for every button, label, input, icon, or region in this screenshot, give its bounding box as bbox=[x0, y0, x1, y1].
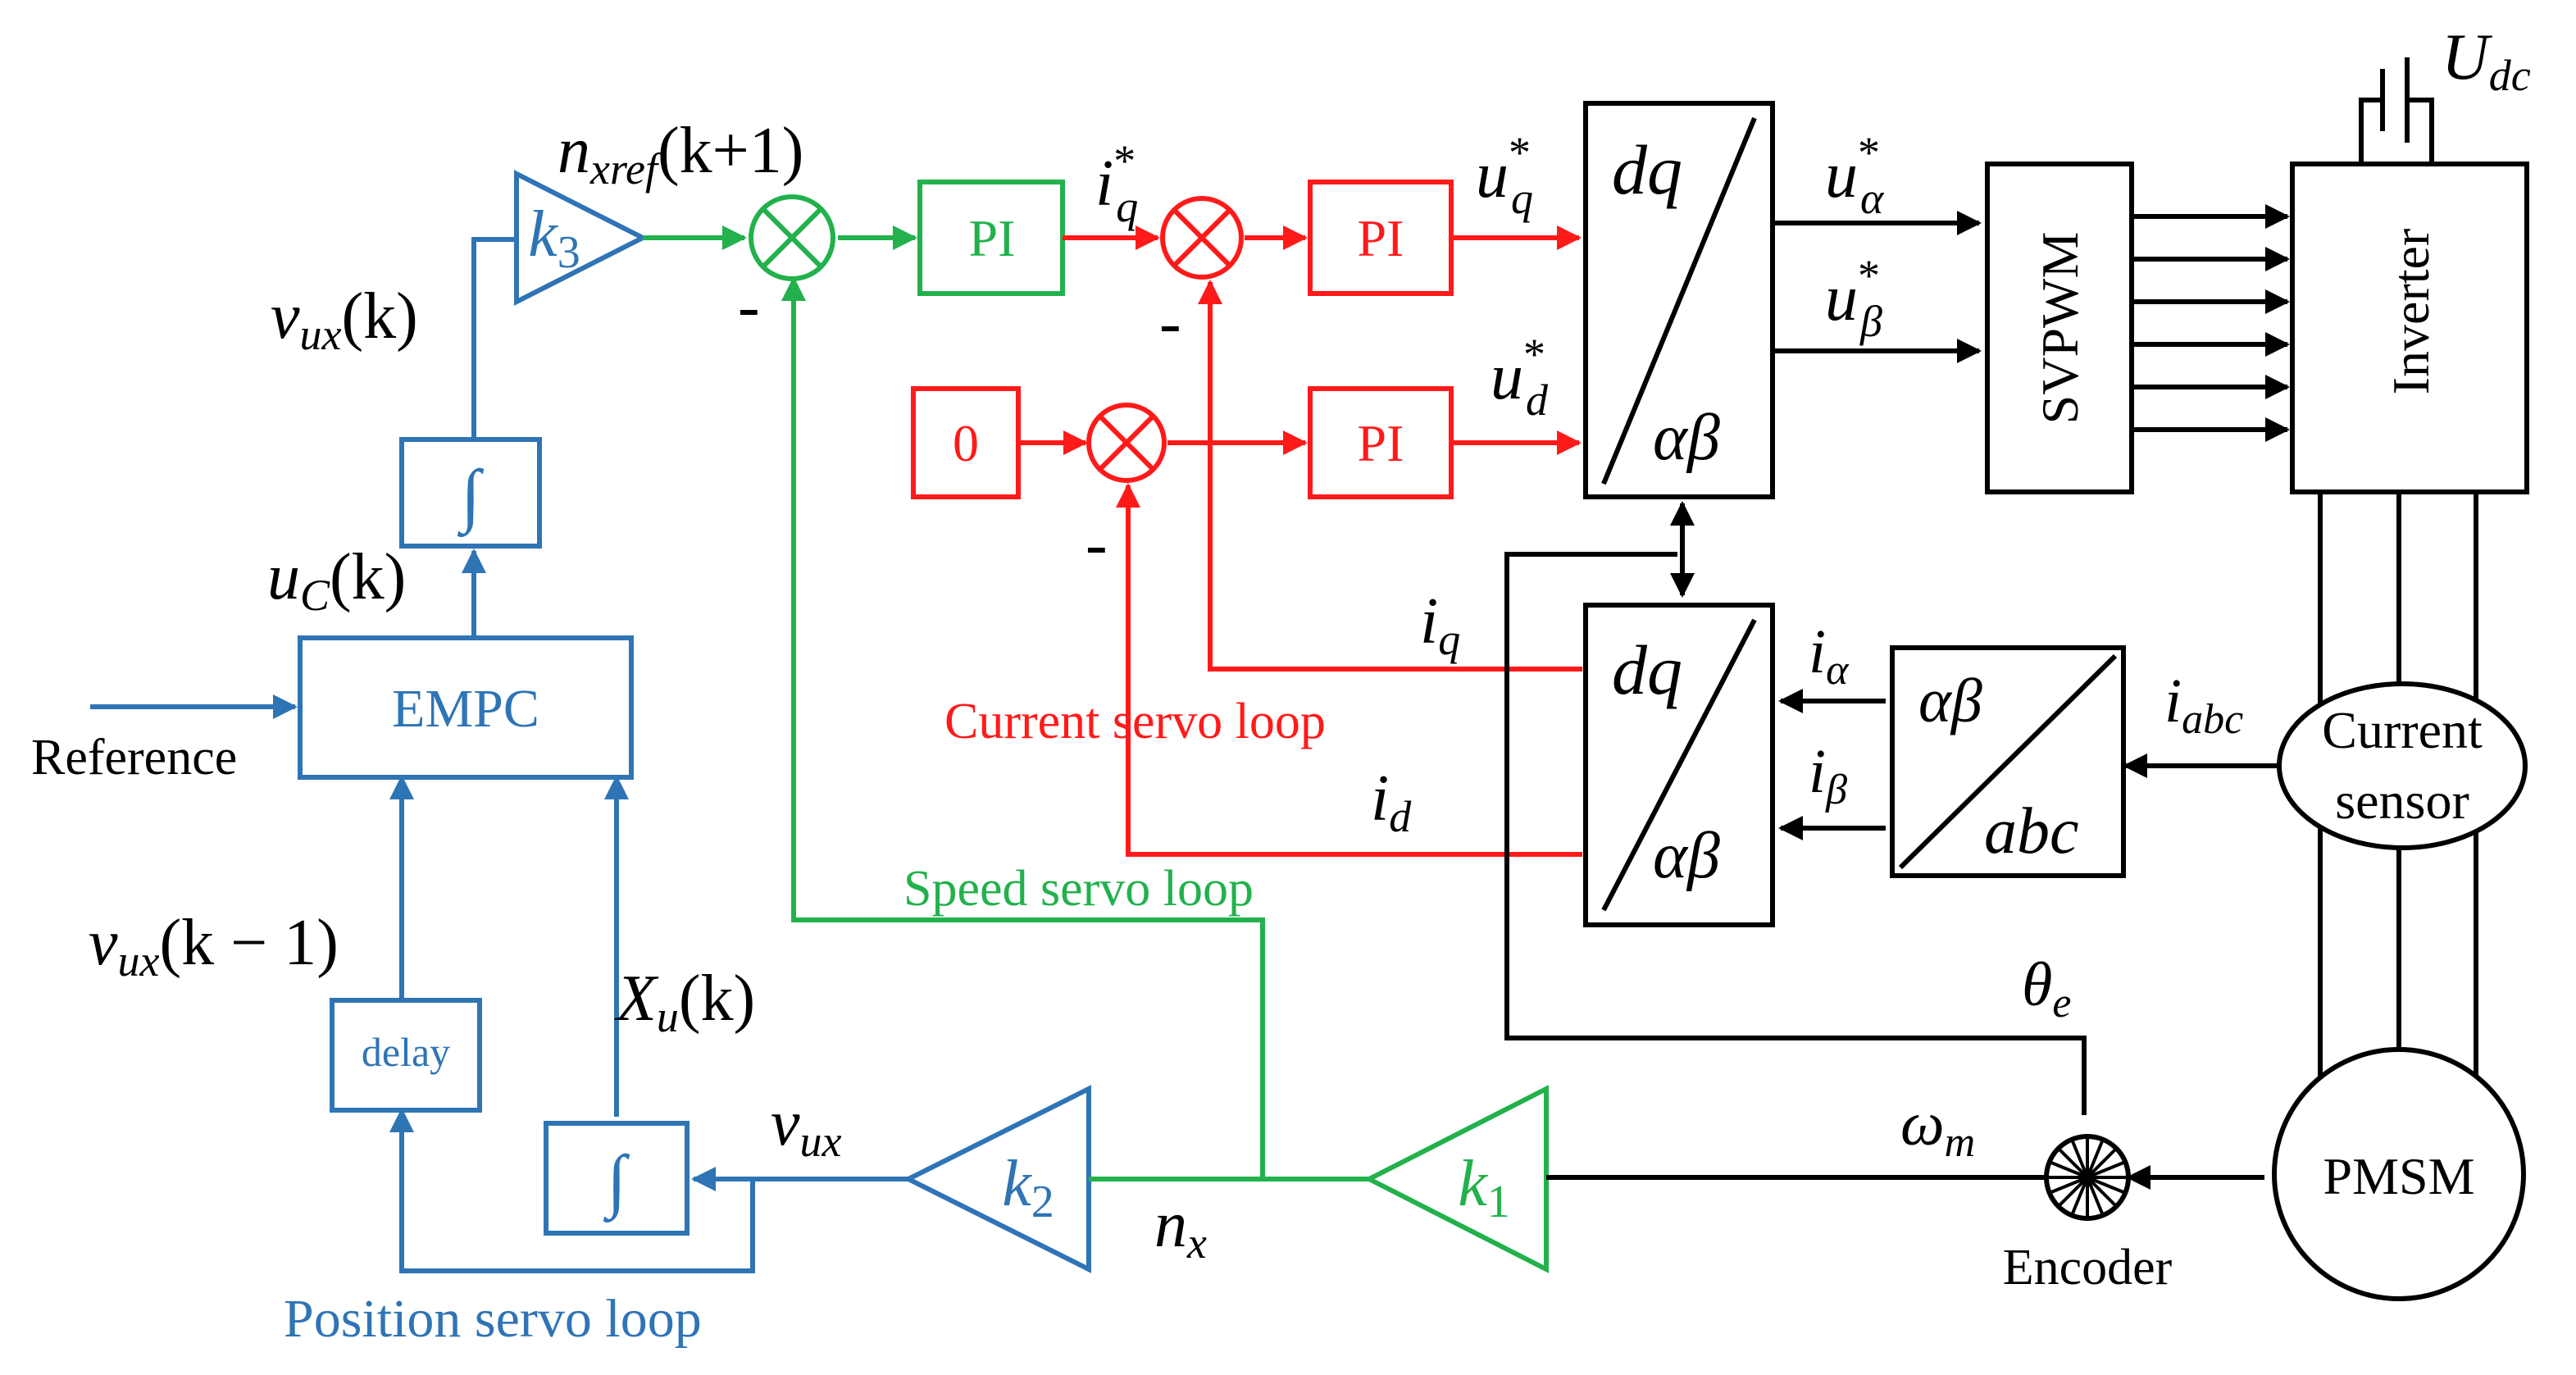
zero-block bbox=[911, 386, 1021, 499]
minus-speed: - bbox=[738, 271, 760, 343]
park-top-dq: dq bbox=[1612, 130, 1682, 209]
integrator-bottom-label: ∫ bbox=[603, 1141, 630, 1223]
pi-q-block bbox=[1308, 180, 1454, 296]
v-ux-k-label: vux(k) bbox=[271, 280, 418, 359]
omega-m-label: ωm bbox=[1900, 1090, 1975, 1166]
integrator-bottom-block bbox=[544, 1121, 690, 1236]
reference-label: Reference bbox=[31, 730, 237, 785]
current-loop-wires bbox=[1018, 225, 1582, 857]
position-loop-blocks bbox=[298, 170, 1091, 1273]
i-q-star-label: i*q bbox=[1095, 136, 1138, 231]
theta-e-label: θe bbox=[2022, 950, 2071, 1027]
zero-label: 0 bbox=[953, 414, 979, 472]
current-sensor-line1: Current bbox=[2322, 701, 2483, 759]
pmsm-motor bbox=[2272, 1047, 2526, 1301]
minus-id: - bbox=[1085, 508, 1108, 581]
position-loop-label: Position servo loop bbox=[284, 1289, 702, 1349]
x-u-k-label: Xu(k) bbox=[614, 963, 755, 1041]
svpwm-label: SVPWM bbox=[2031, 232, 2089, 425]
u-dc-label: Udc bbox=[2442, 21, 2531, 100]
svpwm-block bbox=[1985, 162, 2134, 494]
clarke-abc: abc bbox=[1984, 795, 2079, 867]
park-bottom-dq: dq bbox=[1612, 631, 1682, 709]
minus-iq: - bbox=[1159, 287, 1181, 359]
transform-blocks bbox=[1583, 101, 2529, 1301]
speed-loop-blocks bbox=[749, 180, 1549, 1273]
delay-block bbox=[330, 998, 482, 1113]
i-abc-label: iabc bbox=[2164, 667, 2243, 743]
v-ux-label: vux bbox=[771, 1087, 842, 1166]
position-loop-wires bbox=[90, 237, 908, 1273]
current-sensor bbox=[2277, 681, 2528, 850]
integrator-top-label: ∫ bbox=[457, 455, 485, 538]
pi-d-label: PI bbox=[1358, 414, 1404, 472]
k3-gain bbox=[514, 170, 649, 306]
k3-label: k3 bbox=[528, 198, 580, 278]
current-sensor-line2: sensor bbox=[2335, 772, 2469, 830]
current-loop-label: Current servo loop bbox=[944, 694, 1326, 749]
k2-gain bbox=[903, 1085, 1091, 1273]
i-q-label: iq bbox=[1420, 585, 1460, 664]
n-xref-label: nxref(k+1) bbox=[558, 115, 803, 194]
u-q-star-label: u*q bbox=[1476, 128, 1533, 223]
empc-label: EMPC bbox=[392, 679, 539, 739]
k2-label: k2 bbox=[1002, 1148, 1054, 1227]
u-beta-star-label: u*β bbox=[1825, 251, 1882, 346]
i-alpha-label: iα bbox=[1809, 617, 1850, 694]
v-ux-km1-label: vux(k − 1) bbox=[89, 907, 339, 986]
park-bottom-ab: αβ bbox=[1653, 820, 1720, 892]
inverter-label: Inverter bbox=[2382, 229, 2440, 395]
integrator-top-block bbox=[399, 437, 542, 549]
empc-block bbox=[298, 635, 634, 780]
current-loop-blocks bbox=[911, 180, 1454, 499]
encoder-spokes bbox=[2048, 1138, 2127, 1217]
u-d-star-label: u*d bbox=[1491, 330, 1549, 425]
i-d-label: id bbox=[1371, 763, 1412, 841]
delay-label: delay bbox=[362, 1029, 450, 1075]
encoder-label: Encoder bbox=[2003, 1240, 2173, 1295]
park-top-ab: αβ bbox=[1653, 402, 1720, 474]
pi-speed-label: PI bbox=[969, 209, 1016, 267]
pi-q-label: PI bbox=[1358, 209, 1404, 267]
pi-d-block bbox=[1308, 386, 1454, 499]
i-beta-label: iβ bbox=[1809, 737, 1847, 813]
n-x-label: nx bbox=[1154, 1189, 1207, 1268]
pi-speed-block bbox=[917, 180, 1065, 296]
pmsm-label: PMSM bbox=[2323, 1147, 2475, 1205]
inverter-block bbox=[2290, 162, 2529, 494]
u-c-k-label: uC(k) bbox=[267, 541, 406, 620]
park-top-block bbox=[1583, 101, 1775, 499]
speed-loop-label: Speed servo loop bbox=[903, 861, 1254, 917]
u-alpha-star-label: u*α bbox=[1825, 128, 1885, 223]
k1-label: k1 bbox=[1458, 1148, 1510, 1227]
clarke-ab: αβ bbox=[1918, 667, 1982, 735]
